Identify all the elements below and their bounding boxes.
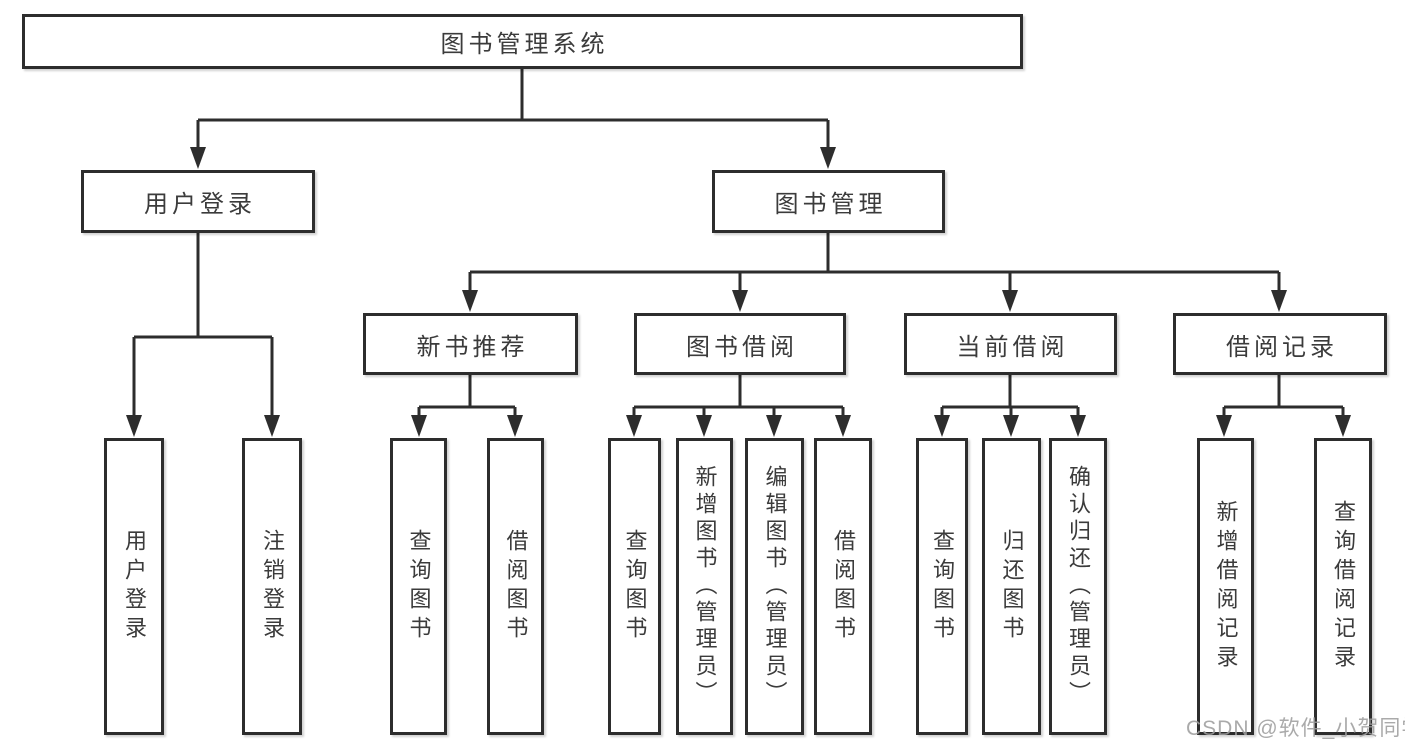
node-label: 用户登录: [122, 528, 147, 645]
node-label: 用户登录: [144, 191, 256, 218]
node-label: 查询图书: [622, 528, 648, 645]
arrow-down-icon: [1070, 415, 1086, 437]
leaf-user-login: 用户登录: [104, 438, 164, 735]
leaf-query-books-recommend: 查询图书: [390, 438, 447, 735]
node-library-management-system: 图书管理系统: [22, 14, 1023, 69]
node-new-book-recommendation: 新书推荐: [363, 313, 578, 375]
leaf-add-borrow-record: 新增借阅记录: [1197, 438, 1254, 735]
node-label: 图书管理: [774, 191, 887, 218]
node-label: 新书推荐: [416, 333, 529, 361]
node-book-management: 图书管理: [712, 170, 945, 233]
arrow-down-icon: [411, 415, 427, 437]
node-label: 查询图书: [406, 528, 432, 645]
leaf-borrow-books: 借阅图书: [814, 438, 872, 735]
node-borrowing-records: 借阅记录: [1173, 313, 1387, 375]
node-label: 图书管理系统: [440, 31, 609, 58]
arrow-down-icon: [264, 415, 280, 437]
arrow-down-icon: [1335, 415, 1351, 437]
leaf-query-borrow-record: 查询借阅记录: [1314, 438, 1372, 735]
node-label: 查询图书: [930, 528, 955, 645]
node-label: 新增图书（管理员）: [692, 465, 718, 708]
leaf-add-books-admin: 新增图书（管理员）: [676, 438, 733, 735]
arrow-down-icon: [626, 415, 642, 437]
arrow-down-icon: [507, 415, 523, 437]
csdn-watermark: CSDN @软件_小贺同学: [1186, 717, 1405, 740]
arrow-down-icon: [934, 415, 950, 437]
leaf-edit-books-admin: 编辑图书（管理员）: [745, 438, 804, 735]
leaf-logout-login: 注销登录: [242, 438, 302, 735]
arrow-down-icon: [820, 147, 836, 169]
node-label: 借阅图书: [503, 528, 529, 645]
node-label: 归还图书: [999, 528, 1025, 645]
arrow-down-icon: [462, 290, 478, 312]
node-book-borrowing: 图书借阅: [634, 313, 846, 375]
arrow-down-icon: [732, 290, 748, 312]
node-label: 查询借阅记录: [1331, 499, 1356, 674]
arrow-down-icon: [1002, 290, 1018, 312]
arrow-down-icon: [1271, 290, 1287, 312]
node-label: 图书借阅: [686, 333, 798, 361]
arrow-down-icon: [1003, 415, 1019, 437]
node-label: 借阅图书: [831, 528, 856, 645]
node-label: 编辑图书（管理员）: [762, 465, 788, 708]
node-user-login: 用户登录: [81, 170, 315, 233]
arrow-down-icon: [126, 415, 142, 437]
arrow-down-icon: [766, 415, 782, 437]
node-current-borrowing: 当前借阅: [904, 313, 1117, 375]
arrow-down-icon: [835, 415, 851, 437]
node-label: 确认归还（管理员）: [1066, 465, 1091, 708]
leaf-return-books: 归还图书: [982, 438, 1041, 735]
node-label: 新增借阅记录: [1213, 499, 1239, 674]
leaf-query-books-borrow: 查询图书: [608, 438, 661, 735]
leaf-query-books-current: 查询图书: [916, 438, 968, 735]
node-label: 借阅记录: [1226, 333, 1338, 361]
leaf-borrow-books-recommend: 借阅图书: [487, 438, 544, 735]
arrow-down-icon: [696, 415, 712, 437]
arrow-down-icon: [1216, 415, 1232, 437]
node-label: 注销登录: [260, 528, 285, 645]
leaf-confirm-return-admin: 确认归还（管理员）: [1049, 438, 1107, 735]
node-label: 当前借阅: [956, 333, 1069, 361]
arrow-down-icon: [190, 147, 206, 169]
